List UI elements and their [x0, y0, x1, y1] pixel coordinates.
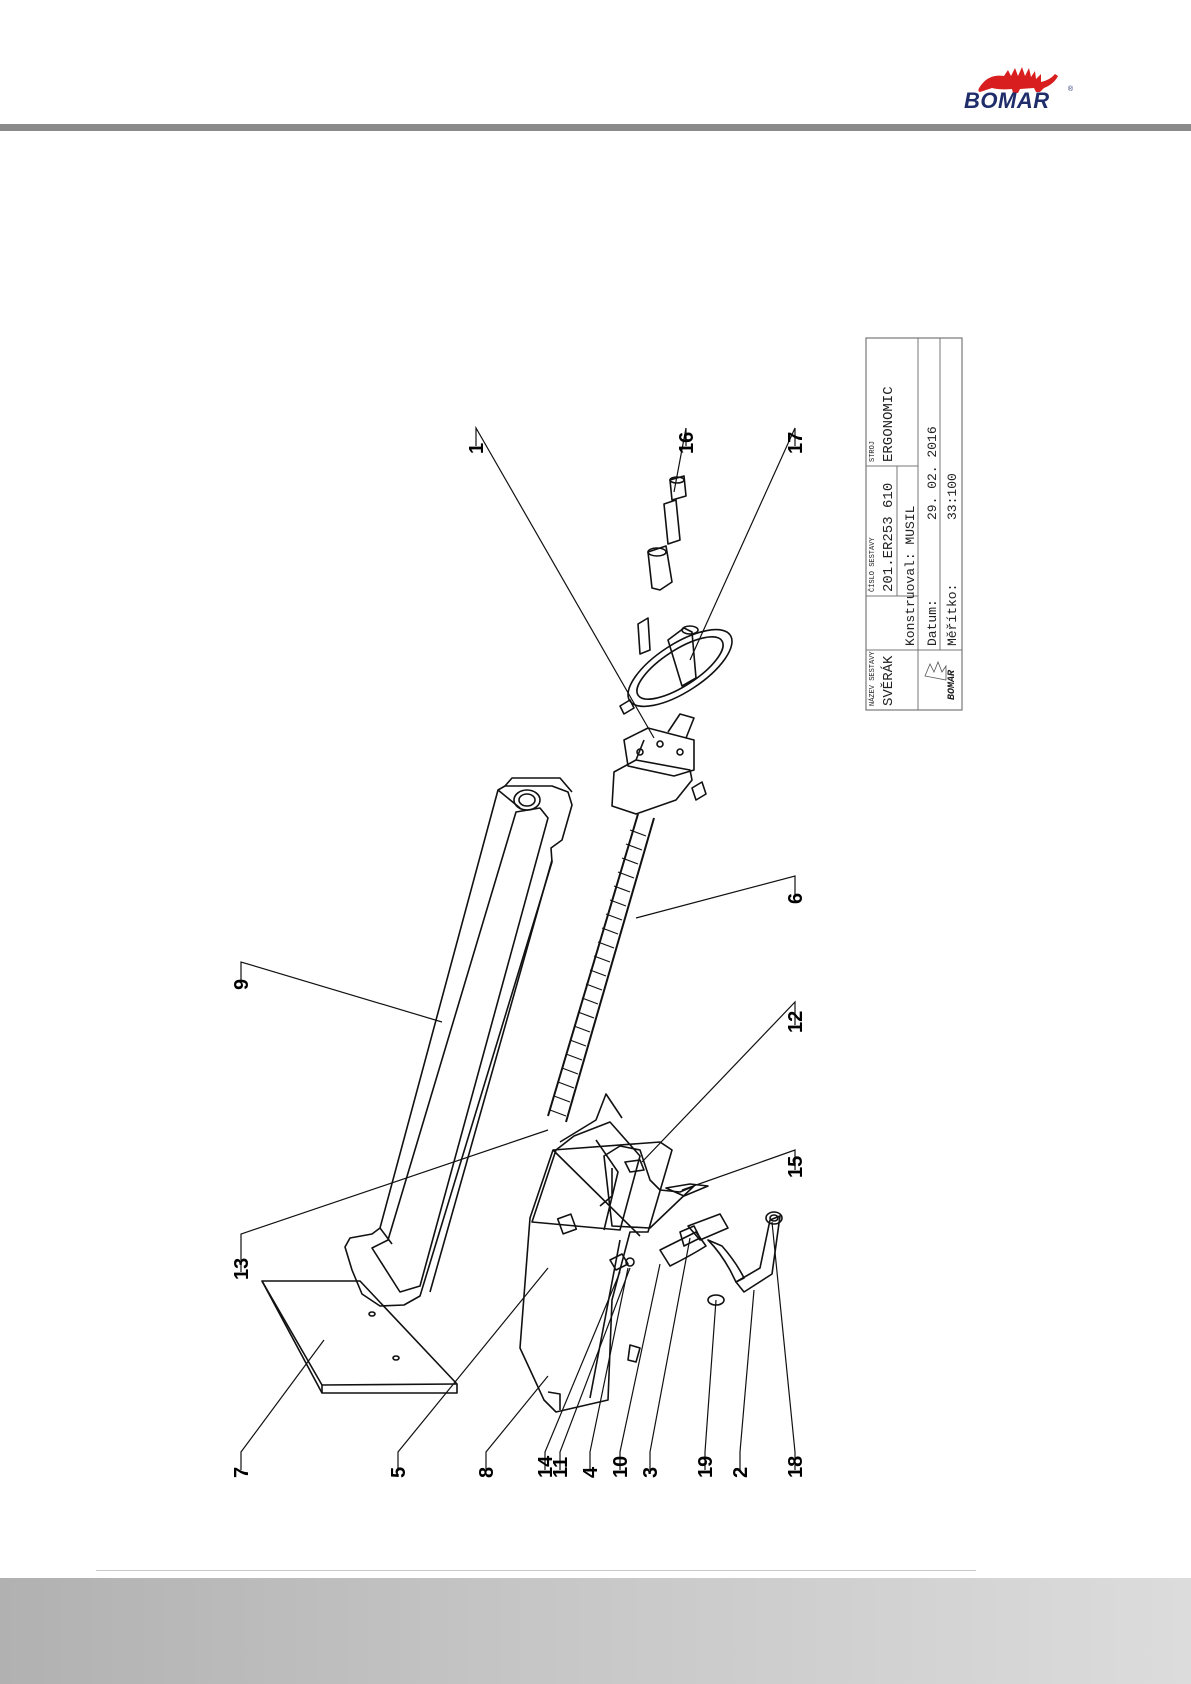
callout-13: 13 [231, 1258, 253, 1280]
callout-3: 3 [640, 1467, 662, 1478]
callout-19: 19 [695, 1456, 717, 1478]
callout-16: 16 [676, 432, 698, 454]
part-crank [660, 1212, 782, 1305]
callout-2: 2 [730, 1467, 752, 1478]
leader-lines [241, 428, 795, 1470]
callout-5: 5 [388, 1467, 410, 1478]
footer-band [0, 1578, 1191, 1684]
callout-4: 4 [580, 1466, 602, 1478]
tb-machine-label: STROJ [869, 441, 877, 462]
callout-18: 18 [785, 1456, 807, 1478]
tb-scale-label: Měřítko: [945, 584, 960, 646]
tb-number-label: ČÍSLO SESTAVY [867, 537, 877, 592]
footer-rule [96, 1570, 976, 1571]
callout-10: 10 [610, 1456, 632, 1478]
screw-thread [550, 830, 646, 1116]
callout-15: 15 [785, 1156, 807, 1178]
part-handle-bolt [648, 476, 686, 590]
callout-7: 7 [231, 1467, 253, 1478]
callout-9: 9 [231, 979, 253, 990]
callout-6: 6 [785, 893, 807, 904]
tb-name-value: SVĚRÁK [879, 655, 897, 706]
callout-12: 12 [785, 1011, 807, 1033]
part-base-plate [262, 1281, 457, 1393]
callout-labels: 7 5 8 14 11 4 10 3 19 2 18 13 9 12 15 6 … [231, 432, 807, 1478]
callout-8: 8 [476, 1467, 498, 1478]
tb-date-label: Datum: [925, 599, 940, 646]
callout-17: 17 [785, 432, 807, 454]
callout-11: 11 [550, 1457, 572, 1478]
tb-stamp-brand: BOMAR [947, 669, 958, 700]
part-arm [345, 778, 572, 1306]
tb-designer: Konstruoval: MUSIL [903, 506, 918, 646]
stamp-dino-icon [925, 662, 946, 680]
tb-name-label: NÁZEV SESTAVY [868, 651, 877, 706]
part-housing [612, 714, 706, 814]
part-lead-screw [548, 814, 654, 1122]
tb-scale-value: 33:100 [945, 473, 960, 520]
tb-machine-value: ERGONOMIC [881, 386, 897, 462]
title-block: NÁZEV SESTAVY SVĚRÁK ČÍSLO SESTAVY 201.E… [866, 338, 962, 710]
part-body [520, 1142, 672, 1412]
callout-1: 1 [466, 443, 488, 454]
tb-number-value: 201.ER253 610 [881, 483, 897, 592]
tb-date-value: 29. 02. 2016 [925, 426, 940, 520]
